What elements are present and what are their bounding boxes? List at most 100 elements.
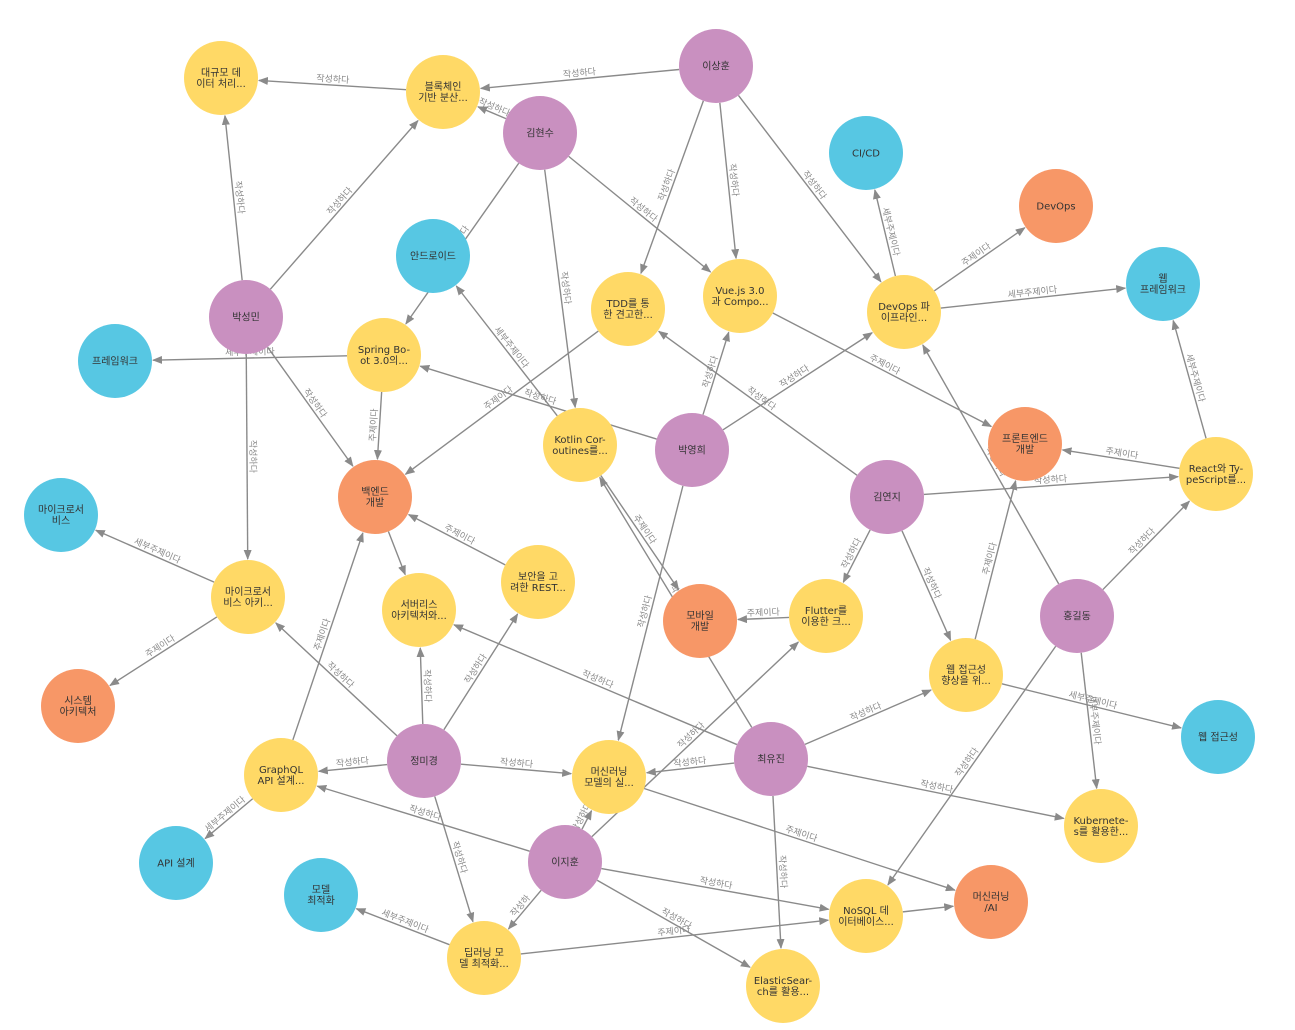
person-node-circle[interactable] (387, 724, 461, 798)
edge-pyh-vue[interactable]: 작성하다 (700, 331, 730, 415)
edge-nosql-mlai[interactable] (902, 903, 955, 913)
content-node-circle[interactable] (929, 638, 1003, 712)
node-devops_pipe[interactable]: DevOps 파이프라인... (867, 275, 941, 349)
content-node-circle[interactable] (447, 921, 521, 995)
node-springboot[interactable]: Spring Bo-ot 3.0의... (347, 318, 421, 392)
edge-ljh-dl_opt[interactable]: 작성하 (507, 889, 542, 930)
node-nosql[interactable]: NoSQL 데이터베이스... (829, 879, 903, 953)
edge-blockchain-bigdata[interactable]: 작성하다 (257, 73, 407, 91)
node-react[interactable]: React와 Ty-peScript를... (1179, 437, 1253, 511)
subtopic-node-circle[interactable] (139, 826, 213, 900)
node-cicd[interactable]: CI/CD (829, 116, 903, 190)
node-kyj[interactable]: 김연지 (850, 460, 924, 534)
node-a11y[interactable]: 웹 접근성 (1181, 700, 1255, 774)
content-node-circle[interactable] (244, 738, 318, 812)
edge-graphql-apidesign[interactable]: 세부주제이다 (203, 794, 254, 840)
node-dl_opt[interactable]: 딥러닝 모델 최적화... (447, 921, 521, 995)
node-framework[interactable]: 프레임워크 (78, 324, 152, 398)
subtopic-node-circle[interactable] (1126, 247, 1200, 321)
edge-msa_arch-msa[interactable]: 세부주제이다 (94, 529, 215, 583)
edge-psm-bigdata[interactable]: 작성하다 (221, 114, 246, 281)
edge-psm-msa_arch[interactable]: 작성하다 (243, 353, 258, 561)
content-node-circle[interactable] (501, 545, 575, 619)
person-node-circle[interactable] (655, 413, 729, 487)
node-vue[interactable]: Vue.js 3.0과 Compo... (703, 259, 777, 333)
edge-khs-vue[interactable]: 작성하다 (568, 155, 712, 273)
edge-jmk-graphql[interactable]: 작성하다 (317, 755, 388, 775)
person-node-circle[interactable] (734, 722, 808, 796)
edge-a11y_content-frontend[interactable]: 주제이다 (974, 479, 1018, 640)
node-ljh[interactable]: 이지훈 (528, 825, 602, 899)
person-node-circle[interactable] (503, 96, 577, 170)
content-node-circle[interactable] (1064, 789, 1138, 863)
node-apidesign[interactable]: API 설계 (139, 826, 213, 900)
content-node-circle[interactable] (572, 740, 646, 814)
node-cyj[interactable]: 최유진 (734, 722, 808, 796)
edge-graphql-backend[interactable]: 주제이다 (292, 532, 364, 741)
edge-dl_opt-nosql[interactable]: 주제이다 (520, 917, 830, 955)
content-node-circle[interactable] (382, 573, 456, 647)
person-node-circle[interactable] (850, 460, 924, 534)
edge-cyj-ml_content[interactable]: 작성하다 (645, 755, 735, 776)
content-node-circle[interactable] (211, 560, 285, 634)
edge-flutter-mobile[interactable]: 주제이다 (736, 607, 790, 624)
edge-psm-backend[interactable]: 작성하다 (266, 346, 354, 467)
node-psm[interactable]: 박성민 (209, 280, 283, 354)
edge-jmk-msa_arch[interactable]: 작성하다 (275, 622, 398, 737)
content-node-circle[interactable] (1179, 437, 1253, 511)
node-jmk[interactable]: 정미경 (387, 724, 461, 798)
edge-backend-serverless[interactable] (387, 531, 406, 576)
edge-jmk-serverless[interactable]: 작성하다 (416, 646, 433, 725)
edge-cyj-k8s[interactable]: 작성하다 (807, 765, 1065, 821)
subtopic-node-circle[interactable] (1181, 700, 1255, 774)
topic-node-circle[interactable] (663, 584, 737, 658)
edge-psm-blockchain[interactable]: 작성하다 (269, 119, 419, 290)
subtopic-node-circle[interactable] (829, 116, 903, 190)
edge-hgd-k8s[interactable]: 세부주제이다 (1080, 652, 1103, 790)
edge-ljh-elastic[interactable]: 작성하다 (596, 879, 751, 968)
topic-node-circle[interactable] (338, 460, 412, 534)
topic-node-circle[interactable] (1019, 169, 1093, 243)
edge-kotlin-mobile[interactable]: 주제이다 (600, 475, 680, 591)
node-bigdata[interactable]: 대규모 데이터 처리... (184, 41, 258, 115)
content-node-circle[interactable] (591, 272, 665, 346)
edge-ljh-nosql[interactable]: 작성하다 (601, 867, 830, 912)
subtopic-node-circle[interactable] (396, 219, 470, 293)
subtopic-node-circle[interactable] (284, 858, 358, 932)
edge-pyh-springboot[interactable]: 작성하다 (419, 365, 657, 440)
node-mlai[interactable]: 머신러닝/AI (954, 865, 1028, 939)
node-android[interactable]: 안드로이드 (396, 219, 470, 293)
node-serverless[interactable]: 서버리스아키텍처와... (382, 573, 456, 647)
node-lsh[interactable]: 이상훈 (679, 29, 753, 103)
node-rest[interactable]: 보안을 고려한 REST... (501, 545, 575, 619)
subtopic-node-circle[interactable] (24, 478, 98, 552)
node-tdd[interactable]: TDD를 통한 견고한... (591, 272, 665, 346)
edge-rest-backend[interactable]: 주제이다 (407, 513, 506, 566)
node-devops[interactable]: DevOps (1019, 169, 1093, 243)
edge-devops_pipe-webfw[interactable]: 세부주제이다 (940, 284, 1127, 309)
person-node-circle[interactable] (1040, 579, 1114, 653)
edge-react-webfw[interactable]: 세부주제이다 (1171, 319, 1207, 439)
topic-node-circle[interactable] (988, 407, 1062, 481)
node-kotlin[interactable]: Kotlin Cor-outines를... (543, 408, 617, 482)
person-node-circle[interactable] (528, 825, 602, 899)
edge-kyj-flutter[interactable]: 작성하다 (839, 529, 871, 584)
content-node-circle[interactable] (789, 579, 863, 653)
edge-hgd-react[interactable]: 작성하다 (1102, 500, 1191, 591)
edge-cyj-elastic[interactable]: 작성하다 (772, 795, 789, 950)
subtopic-node-circle[interactable] (78, 324, 152, 398)
edge-khs-kotlin[interactable]: 작성하다 (544, 169, 578, 409)
edge-pyh-devops_pipe[interactable]: 작성하다 (722, 332, 873, 431)
edge-react-frontend[interactable]: 주제이다 (1061, 446, 1180, 469)
